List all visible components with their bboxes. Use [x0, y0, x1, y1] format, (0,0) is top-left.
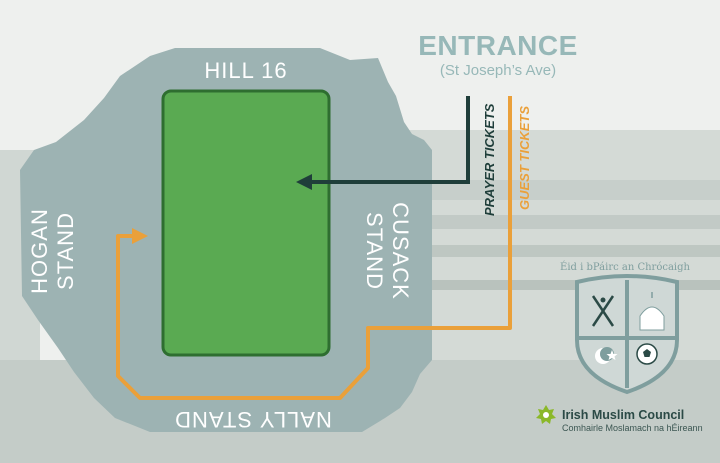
stand-label-cusack: CUSACK STAND	[362, 202, 413, 300]
crescent-star-icon	[595, 347, 618, 364]
crest	[575, 274, 679, 395]
football-icon	[636, 343, 658, 365]
mosque-dome-icon	[639, 292, 665, 331]
prayer-tickets-label: PRAYER TICKETS	[482, 103, 497, 216]
entrance-title: ENTRANCE	[418, 30, 578, 61]
crest-motto: Éid i bPáirc an Chrócaigh	[560, 262, 690, 273]
guest-route	[116, 96, 512, 400]
prayer-route	[296, 96, 470, 190]
organisation-subtitle: Comhairle Moslamach na hÉireann	[562, 423, 703, 433]
crossed-hurleys-icon	[591, 295, 615, 327]
entrance-subtitle: (St Joseph’s Ave)	[439, 62, 557, 79]
imc-logo-icon	[536, 405, 556, 424]
guest-tickets-label: GUEST TICKETS	[517, 105, 532, 210]
stand-label-hill16: HILL 16	[204, 58, 288, 83]
stand-label-hogan: HOGAN STAND	[27, 208, 78, 294]
stand-label-nally: NALLY STAND	[174, 407, 332, 432]
organisation-name: Irish Muslim Council	[562, 408, 685, 422]
pitch	[161, 89, 331, 357]
